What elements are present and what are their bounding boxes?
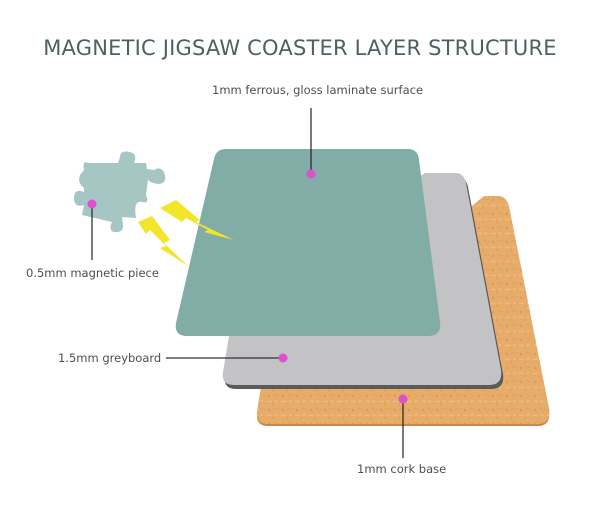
surface-layer [175,149,441,336]
surface-marker [306,169,316,179]
lightning-icon [160,200,234,240]
puzzle-piece-icon [74,151,166,233]
diagram-title: MAGNETIC JIGSAW COASTER LAYER STRUCTURE [43,36,557,60]
greyboard-label: 1.5mm greyboard [58,351,162,365]
magnetic-marker [87,199,97,209]
surface-label: 1mm ferrous, gloss laminate surface [212,83,424,97]
greyboard-marker [278,353,288,363]
cork-label: 1mm cork base [357,462,447,476]
cork-marker [398,394,408,404]
magnetic-piece-label: 0.5mm magnetic piece [26,266,159,280]
lightning-icon [138,216,188,266]
